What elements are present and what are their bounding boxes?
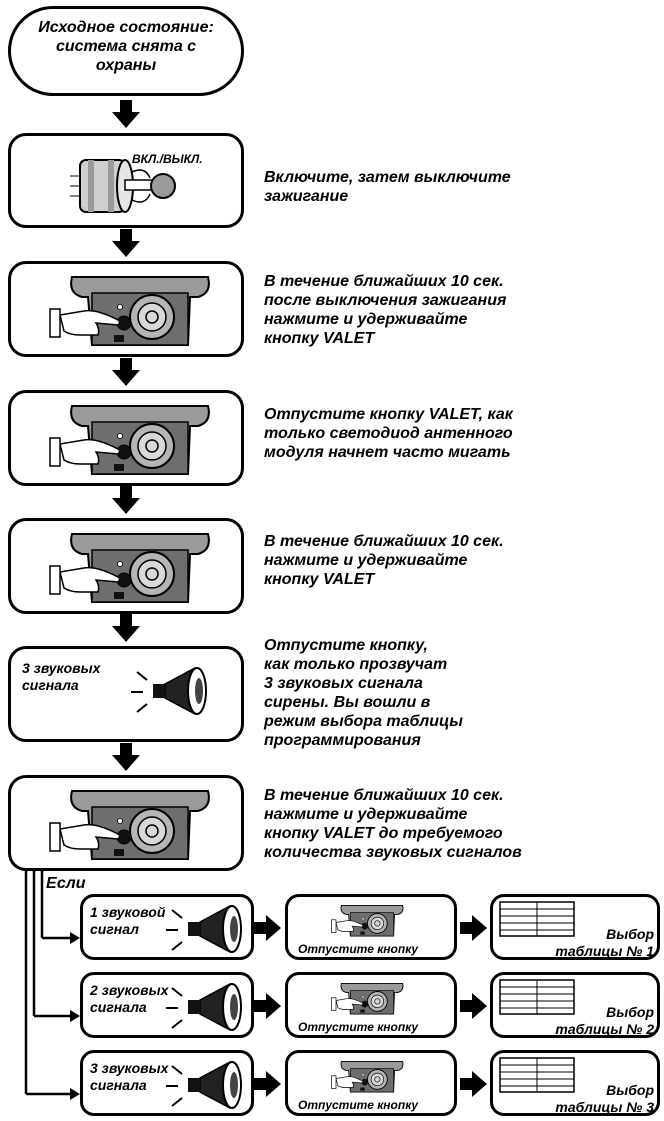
arrow-right-icon	[460, 993, 487, 1019]
branch-label: Если	[46, 875, 86, 892]
arrow-right-icon	[254, 993, 281, 1019]
siren-count-label: 3 звуковых сигнала	[22, 660, 101, 693]
branch-3-release-box	[285, 1050, 457, 1116]
step-3-instruction: Отпустите кнопку VALET, как только свето…	[264, 406, 513, 461]
step-6-instruction: В течение ближайших 10 сек. нажмите и уд…	[264, 787, 522, 861]
antenna-module-icon	[49, 790, 210, 860]
step-5-instruction: Отпустите кнопку, как только прозвучат 3…	[264, 637, 463, 749]
start-state-box	[8, 6, 244, 96]
arrow-right-icon	[460, 915, 487, 941]
arrow-down-icon	[112, 486, 140, 514]
arrow-down-icon	[112, 358, 140, 386]
antenna-module-icon	[331, 1060, 404, 1093]
antenna-module-icon	[331, 982, 404, 1015]
arrow-down-icon	[112, 229, 140, 257]
ignition-lock-icon	[70, 159, 176, 213]
antenna-module-icon	[49, 276, 210, 346]
arrow-right-icon	[254, 915, 281, 941]
step-4-instruction: В течение ближайших 10 сек. нажмите и уд…	[264, 533, 504, 588]
branch-3-result-text: Выбор таблицы № 3	[555, 1082, 654, 1115]
antenna-module-icon	[49, 405, 210, 475]
branch-2-release-text: Отпустите кнопку	[298, 1020, 419, 1034]
branch-3-signal-text: 3 звуковых сигнала	[90, 1060, 169, 1093]
step-2-instruction: В течение ближайших 10 сек. после выключ…	[264, 273, 507, 347]
branch-2-result-text: Выбор таблицы № 2	[555, 1004, 654, 1037]
arrow-down-icon	[112, 743, 140, 771]
branch-3-release-text: Отпустите кнопку	[298, 1098, 419, 1112]
branch-1-result-text: Выбор таблицы № 1	[555, 926, 654, 959]
arrow-down-icon	[112, 100, 140, 128]
siren-icon	[130, 667, 207, 715]
branch-connector-lines	[24, 870, 70, 1096]
step-1-instruction: Включите, затем выключите зажигание	[264, 169, 511, 205]
ignition-label: ВКЛ./ВЫКЛ.	[132, 152, 203, 166]
branch-1-release-text: Отпустите кнопку	[298, 942, 419, 956]
antenna-module-icon	[49, 533, 210, 603]
antenna-module-icon	[331, 904, 404, 937]
arrow-right-icon	[460, 1071, 487, 1097]
arrow-right-icon	[254, 1071, 281, 1097]
start-state-text: Исходное состояние: система снята с охра…	[38, 19, 214, 74]
branch-1-signal-text: 1 звуковой сигнал	[90, 904, 166, 937]
branch-2-signal-text: 2 звуковых сигнала	[90, 982, 169, 1015]
arrow-down-icon	[112, 614, 140, 642]
